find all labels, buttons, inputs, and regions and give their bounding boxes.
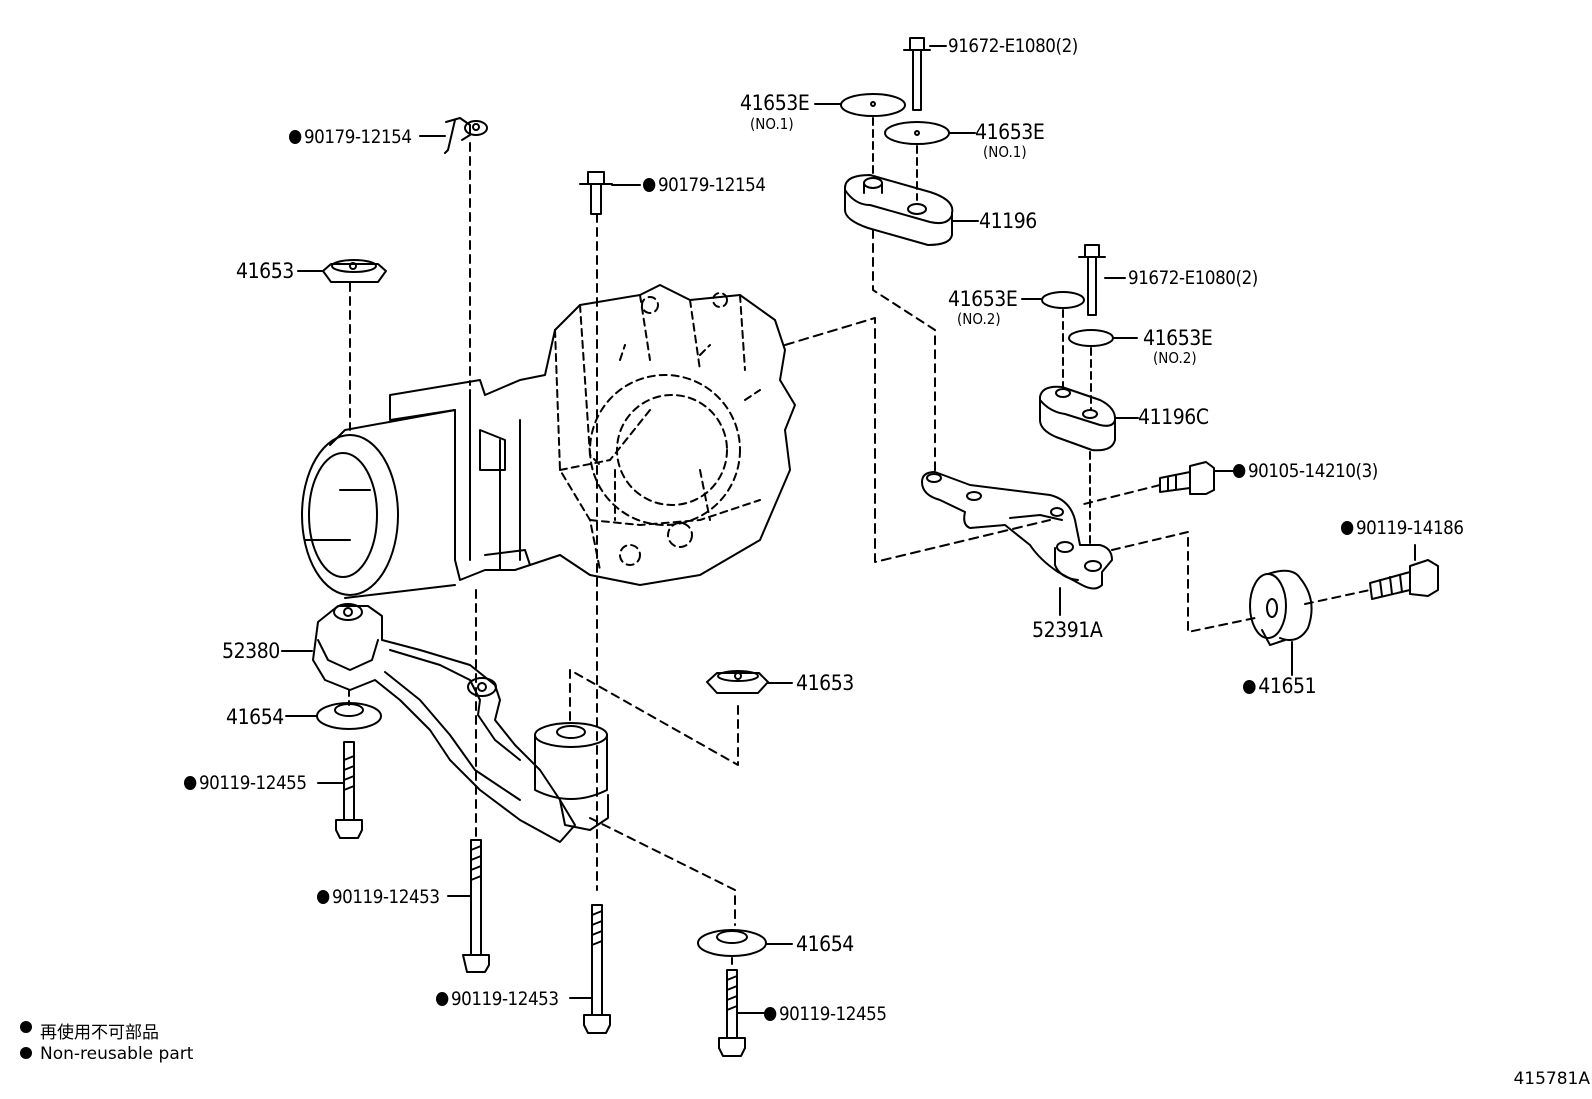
stopper-41654-bottom — [697, 929, 793, 957]
label-90179-12154-b: 90179-12154 — [643, 176, 766, 195]
label-91672-E1080-b: 91672-E1080(2) — [1128, 267, 1258, 289]
bolt-90119-12455-left — [317, 741, 363, 839]
label-90119-12453-b: 90119-12453 — [436, 990, 559, 1009]
label-90119-14186: 90119-14186 — [1341, 519, 1464, 538]
legend-line-2: Non-reusable part — [40, 1044, 194, 1064]
diagram-code: 415781A — [1513, 1069, 1590, 1089]
label-no2-a: (NO.2) — [957, 310, 1001, 328]
label-90105-14210: 90105-14210(3) — [1233, 462, 1378, 481]
clip-90179-left — [419, 117, 488, 154]
bracket-52391A — [921, 471, 1113, 616]
label-41653E-no1-a: 41653E — [740, 91, 810, 115]
bolt-90119-12455-bottom — [718, 969, 766, 1057]
label-91672-E1080-a: 91672-E1080(2) — [948, 35, 1078, 57]
label-41653E-no2-b: 41653E — [1143, 326, 1213, 350]
label-90119-12455-left: 90119-12455 — [184, 774, 307, 793]
label-90179-12154-a: 90179-12154 — [289, 128, 412, 147]
legend-dot-1 — [20, 1021, 32, 1033]
label-41653E-no1-b: 41653E — [975, 120, 1045, 144]
bolt-91672-right — [1078, 244, 1126, 316]
label-90119-12455-bottom: 90119-12455 — [764, 1005, 887, 1024]
support-member-52380 — [281, 603, 609, 843]
label-41653E-no2-a: 41653E — [948, 287, 1018, 311]
washer-41653E-no1-a — [814, 93, 906, 117]
upper-mount-41196 — [844, 174, 979, 246]
bolt-90119-14186 — [1369, 544, 1439, 600]
bolt-90179-center — [579, 171, 641, 215]
label-no1-b: (NO.1) — [983, 143, 1027, 161]
label-41651: 41651 — [1243, 676, 1317, 697]
differential-housing — [301, 284, 1051, 599]
label-52391A: 52391A — [1032, 618, 1103, 642]
label-41653-mid: 41653 — [796, 671, 854, 695]
label-41653-top: 41653 — [236, 259, 294, 283]
bolt-91672-top — [903, 37, 947, 111]
label-41196C: 41196C — [1138, 405, 1209, 429]
label-no1-a: (NO.1) — [750, 115, 794, 133]
bolt-90119-12453-a — [447, 839, 490, 973]
label-41654-bottom: 41654 — [796, 932, 854, 956]
label-52380: 52380 — [222, 639, 280, 663]
legend-line-1: 再使用不可部品 — [40, 1023, 159, 1043]
washer-41653E-no2-b — [1068, 329, 1138, 347]
bolt-90105 — [1159, 461, 1239, 495]
label-41654-left: 41654 — [226, 705, 284, 729]
washer-41653E-no1-b — [884, 121, 976, 145]
mount-cushion-41653-mid — [706, 670, 793, 694]
label-no2-b: (NO.2) — [1153, 349, 1197, 367]
lower-mount-41196C — [1039, 385, 1139, 452]
bolt-90119-12453-b — [569, 904, 611, 1034]
label-90119-12453-a: 90119-12453 — [317, 888, 440, 907]
bushing-41651 — [1249, 569, 1313, 676]
washer-41653E-no2-a — [1021, 291, 1085, 309]
label-41196: 41196 — [979, 209, 1037, 233]
legend-dot-2 — [20, 1047, 32, 1059]
stopper-41654-left — [285, 702, 382, 730]
mount-cushion-41653-top — [297, 259, 387, 283]
